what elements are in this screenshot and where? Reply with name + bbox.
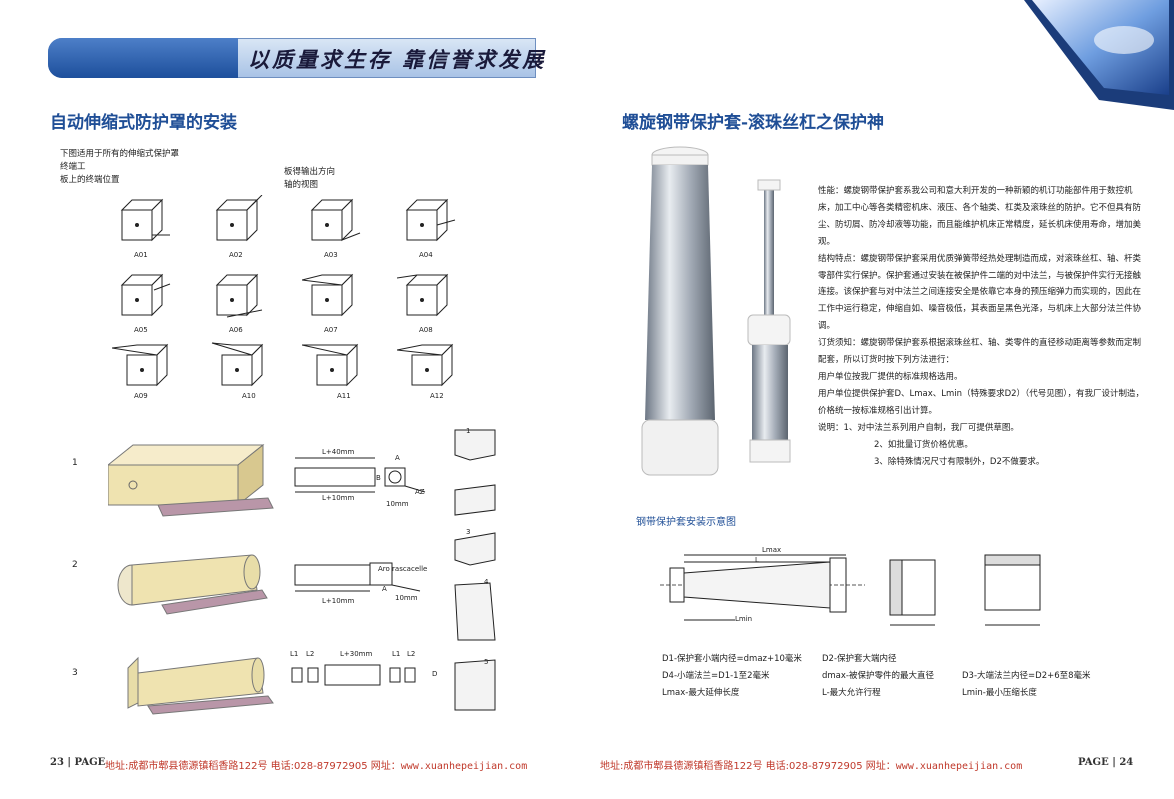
intro-line: 板得输出方向 <box>284 167 336 177</box>
intro-line: 下图适用于所有的伸缩式保护罩 <box>60 149 180 159</box>
product-photo <box>641 146 791 476</box>
grid-label: A03 <box>324 251 338 259</box>
dim-label: 10mm <box>395 594 418 602</box>
grid-label: A12 <box>430 392 444 400</box>
side-number: 4 <box>484 578 489 586</box>
install-diagram-a06 <box>215 273 263 318</box>
installation-schematic <box>660 554 865 621</box>
left-section-title: 自动伸缩式防护罩的安装 <box>50 113 237 133</box>
cover-illustration-2 <box>117 554 268 615</box>
dim-label: L2 <box>306 650 315 658</box>
dimension-drawing-1 <box>294 457 426 493</box>
dim-label: D <box>432 670 438 678</box>
paragraph: 性能：螺旋钢带保护套系我公司和意大利开发的一种新颖的机订功能部件用于数控机床，加… <box>818 186 1142 247</box>
install-diagram-a11 <box>302 343 359 387</box>
note: 说明：1、对中法兰系列用户自制，我厂可提供草图。 <box>818 422 1019 433</box>
install-diagram-a08 <box>397 273 449 317</box>
left-page-number: 23 | PAGE <box>50 757 106 768</box>
row-number: 2 <box>72 560 78 570</box>
dimension-drawing-3 <box>291 664 416 686</box>
intro-line: 轴的视图 <box>284 180 319 190</box>
dim-label: AZ <box>415 488 425 496</box>
grid-label: A09 <box>134 392 148 400</box>
legend-item: D4-小端法兰=D1-1至2毫米 <box>662 671 770 681</box>
diagram-label: Lmax <box>762 546 782 554</box>
installation-grid: A01 A02 A03 A04 A05 A06 A07 A08 A09 A10 … <box>112 195 482 405</box>
dim-label: L1 <box>290 650 299 658</box>
dim-label: L+10mm <box>322 494 355 502</box>
right-section-title: 螺旋钢带保护套-滚珠丝杠之保护神 <box>622 113 885 133</box>
grid-label: A08 <box>419 326 433 334</box>
legend-item: D1-保护套小端内径=dmaz+10毫米 <box>662 654 802 664</box>
legend-item: Lmax-最大延伸长度 <box>662 688 740 698</box>
grid-label: A07 <box>324 326 338 334</box>
legend-item: Lmin-最小压缩长度 <box>962 688 1037 698</box>
row-number: 1 <box>72 458 78 468</box>
legend-item: D2-保护套大端内径 <box>822 654 897 664</box>
install-diagram-a01 <box>120 198 170 242</box>
note: 2、如批量订货价格优惠。 <box>874 439 973 450</box>
grid-label: A10 <box>242 392 256 400</box>
intro-line: 终端工 <box>60 162 86 172</box>
dim-label: L+30mm <box>340 650 373 658</box>
dim-label: L+40mm <box>322 448 355 456</box>
dim-label: Aro rascacelle <box>378 565 428 573</box>
diagram-title: 钢带保护套安装示意图 <box>636 517 736 528</box>
dim-label: A <box>395 454 400 462</box>
diagram-label: L <box>755 556 759 564</box>
install-diagram-a04 <box>405 198 456 242</box>
cover-illustration-1 <box>108 443 274 517</box>
dim-label: 10mm <box>386 500 409 508</box>
flange-large-drawing <box>984 554 1041 626</box>
dimension-drawing-2 <box>294 562 421 592</box>
grid-label: A11 <box>337 392 351 400</box>
install-diagram-a10 <box>211 342 264 387</box>
dim-label: B <box>376 474 381 482</box>
legend-item: L-最大允许行程 <box>822 688 881 698</box>
dim-label: L1 <box>392 650 401 658</box>
flange-small-drawing <box>889 559 936 626</box>
paragraph: 用户单位提供保护套D、Lmax、Lmin（特殊要求D2）（代号见图），有我厂设计… <box>818 388 1145 416</box>
left-intro-right: 板得输出方向 轴的视图 <box>284 166 335 192</box>
row-number: 3 <box>72 668 78 678</box>
grid-label: A05 <box>134 326 148 334</box>
right-page-number: PAGE | 24 <box>1078 757 1134 768</box>
grid-label: A02 <box>229 251 243 259</box>
paragraph: 订货须知：螺旋钢带保护套系根据滚珠丝杠、轴、类零件的直径移动距离等参数而定制配套… <box>818 338 1142 366</box>
header-slogan: 以质量求生存 靠信誉求发展 <box>248 47 547 72</box>
grid-label: A04 <box>419 251 433 259</box>
install-diagram-a05 <box>120 273 171 317</box>
install-diagram-a02 <box>215 195 263 242</box>
right-footer-address: 地址:成都市郫县德源镇稻香路122号 电话:028-87972905 网址：ww… <box>600 761 1023 772</box>
left-intro: 下图适用于所有的伸缩式保护罩 终端工 板上的终端位置 <box>60 148 179 187</box>
intro-line: 板上的终端位置 <box>60 175 120 185</box>
side-profile-sketches <box>454 429 496 711</box>
install-diagram-a03 <box>310 198 361 242</box>
grid-label: A06 <box>229 326 243 334</box>
left-footer-address: 地址:成都市郫县德源镇稻香路122号 电话:028-87972905 网址：ww… <box>105 761 528 772</box>
side-number: 5 <box>484 658 489 666</box>
dim-label: L2 <box>407 650 416 658</box>
side-number: 1 <box>466 427 471 435</box>
product-description: 性能：螺旋钢带保护套系我公司和意大利开发的一种新颖的机订功能部件用于数控机床，加… <box>818 183 1148 470</box>
note: 3、除特殊情况尺寸有限制外，D2不做要求。 <box>874 456 1045 467</box>
corner-decoration-image <box>1024 0 1174 110</box>
install-diagram-a12 <box>397 343 454 387</box>
paragraph: 结构特点：螺旋钢带保护套采用优质弹簧带经热处理制造而成，对滚珠丝杠、轴、杆类零部… <box>818 253 1142 332</box>
legend-item: D3-大端法兰内径=D2+6至8毫米 <box>962 671 1091 681</box>
cover-illustration-3 <box>127 656 274 715</box>
paragraph: 用户单位按我厂提供的标准规格选用。 <box>818 371 963 382</box>
header-banner-accent <box>48 38 238 78</box>
diagram-label: Lmin <box>735 615 753 623</box>
side-number: 3 <box>466 528 471 536</box>
install-diagram-a09 <box>112 343 169 387</box>
install-diagram-a07 <box>302 273 354 317</box>
grid-label: A01 <box>134 251 148 259</box>
dim-label: L+10mm <box>322 597 355 605</box>
legend-item: dmax-被保护零件的最大直径 <box>822 671 934 681</box>
dim-label: A <box>382 585 387 593</box>
